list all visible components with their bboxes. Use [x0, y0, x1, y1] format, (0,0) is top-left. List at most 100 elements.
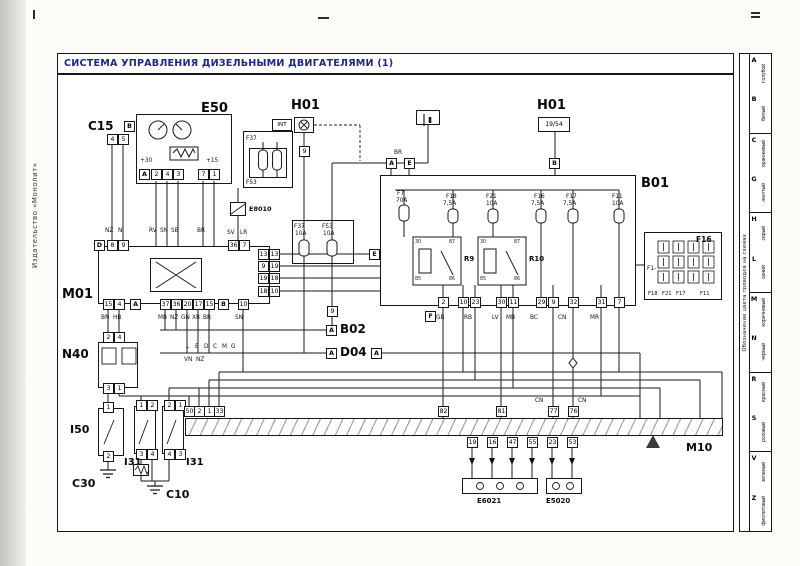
pin-box: 3	[136, 449, 147, 460]
wires	[107, 125, 723, 486]
pin-box: 9	[299, 146, 310, 157]
f16-prefix: F1-	[647, 266, 657, 272]
wire-code: C	[213, 344, 218, 350]
color-code: N	[751, 334, 757, 343]
h01a-icon-box	[294, 117, 314, 133]
gauge-icons	[148, 120, 199, 161]
pin-box: 19	[467, 437, 478, 448]
pin-box: 2	[164, 400, 175, 411]
pin-box: 82	[438, 406, 449, 417]
pin-box: 10	[458, 297, 469, 308]
pin-box: 13	[258, 249, 269, 260]
wire-code: MB	[158, 315, 167, 321]
color-code: C	[751, 135, 757, 144]
fuse-amp: 7,5A	[531, 201, 545, 207]
f16-grid	[657, 240, 715, 284]
pin-box: 15	[204, 299, 215, 310]
f16-fuse-label: F17	[676, 291, 686, 297]
pin-box: 36	[171, 299, 182, 310]
wire-code: VN	[184, 357, 193, 363]
h01a-label: H01	[291, 98, 320, 113]
pin-box: 19	[269, 261, 280, 272]
relay-pin: 30	[480, 240, 487, 245]
pin-box: 2	[147, 400, 158, 411]
relay-pin: 86	[449, 277, 456, 282]
fuse-name: F53	[322, 224, 333, 230]
b01-connector: A	[386, 158, 397, 169]
valve-icon	[155, 261, 197, 289]
pin-box: 77	[548, 406, 559, 417]
relay-pin: 30	[415, 240, 422, 245]
e50-box	[136, 114, 232, 184]
color-name: синий	[762, 265, 767, 280]
m10-label: M10	[686, 441, 713, 454]
wire-code: BN	[101, 315, 110, 321]
pin-box: 33	[214, 406, 225, 417]
fuse-name: F7	[397, 191, 405, 197]
arrow-markers	[469, 458, 575, 465]
color-name: зеленый	[762, 461, 767, 483]
print-mark	[318, 17, 329, 19]
b01-connector: E	[404, 158, 415, 169]
diamond-junction	[568, 357, 578, 369]
i50-box	[98, 408, 124, 456]
b02-connector: A	[326, 325, 337, 336]
m01-connector: B	[218, 299, 229, 310]
wire-code: MB	[506, 315, 515, 321]
m01-valve-box	[150, 258, 202, 292]
pin-box: 19	[258, 273, 269, 284]
wire-code: RV	[149, 228, 157, 234]
wire-code: BR	[203, 315, 212, 321]
pin-box: 17	[193, 299, 204, 310]
b01-connector: E	[369, 249, 380, 260]
color-name: голубой	[762, 64, 767, 84]
pin-box: 81	[496, 406, 507, 417]
color-name: розовый	[762, 421, 767, 442]
wire-code: HB	[113, 315, 122, 321]
b01-connector: B	[549, 158, 560, 169]
wire-code: G	[231, 344, 236, 350]
pin-box: 2	[103, 451, 114, 462]
wire-code: SV	[227, 230, 235, 236]
wire-code: BR	[197, 228, 206, 234]
h01b-label: H01	[537, 98, 566, 113]
pin-box: 55	[527, 437, 538, 448]
e5020-label: E5020	[546, 497, 571, 505]
pin-box: 11	[508, 297, 519, 308]
fuse-name: F11	[612, 194, 623, 200]
b01-connector: F	[425, 311, 436, 322]
wire-code: NZ	[170, 315, 179, 321]
pin-box: 4	[164, 449, 175, 460]
pin-box: 9	[548, 297, 559, 308]
fuse-name: F18	[446, 194, 457, 200]
pin-box: 9	[258, 261, 269, 272]
h01b-tag-box: 19/54	[538, 117, 570, 132]
r10-label: R10	[529, 255, 545, 263]
pin-box: 7	[614, 297, 625, 308]
resistor-box	[133, 464, 149, 476]
pin-box: 9	[327, 306, 338, 317]
f16-fuse-label: F21	[662, 291, 672, 297]
pin-box: 3	[175, 449, 186, 460]
pin-box: 8	[107, 240, 118, 251]
ground-icon-c30	[100, 469, 116, 479]
wire-code: L	[186, 344, 190, 350]
e8010-box	[230, 202, 246, 216]
wire-code: N	[118, 228, 123, 234]
pin-box: 1	[175, 400, 186, 411]
legend-note: Обозначение цвета проводов на схемах	[740, 54, 750, 531]
e6021-label: E6021	[477, 497, 502, 505]
fuse-amp: 10A	[612, 201, 624, 207]
color-code: S	[751, 413, 757, 422]
color-code: A	[751, 56, 757, 64]
color-code: V	[751, 454, 757, 463]
pin-box: 18	[269, 273, 280, 284]
pin-box: 9	[118, 240, 129, 251]
